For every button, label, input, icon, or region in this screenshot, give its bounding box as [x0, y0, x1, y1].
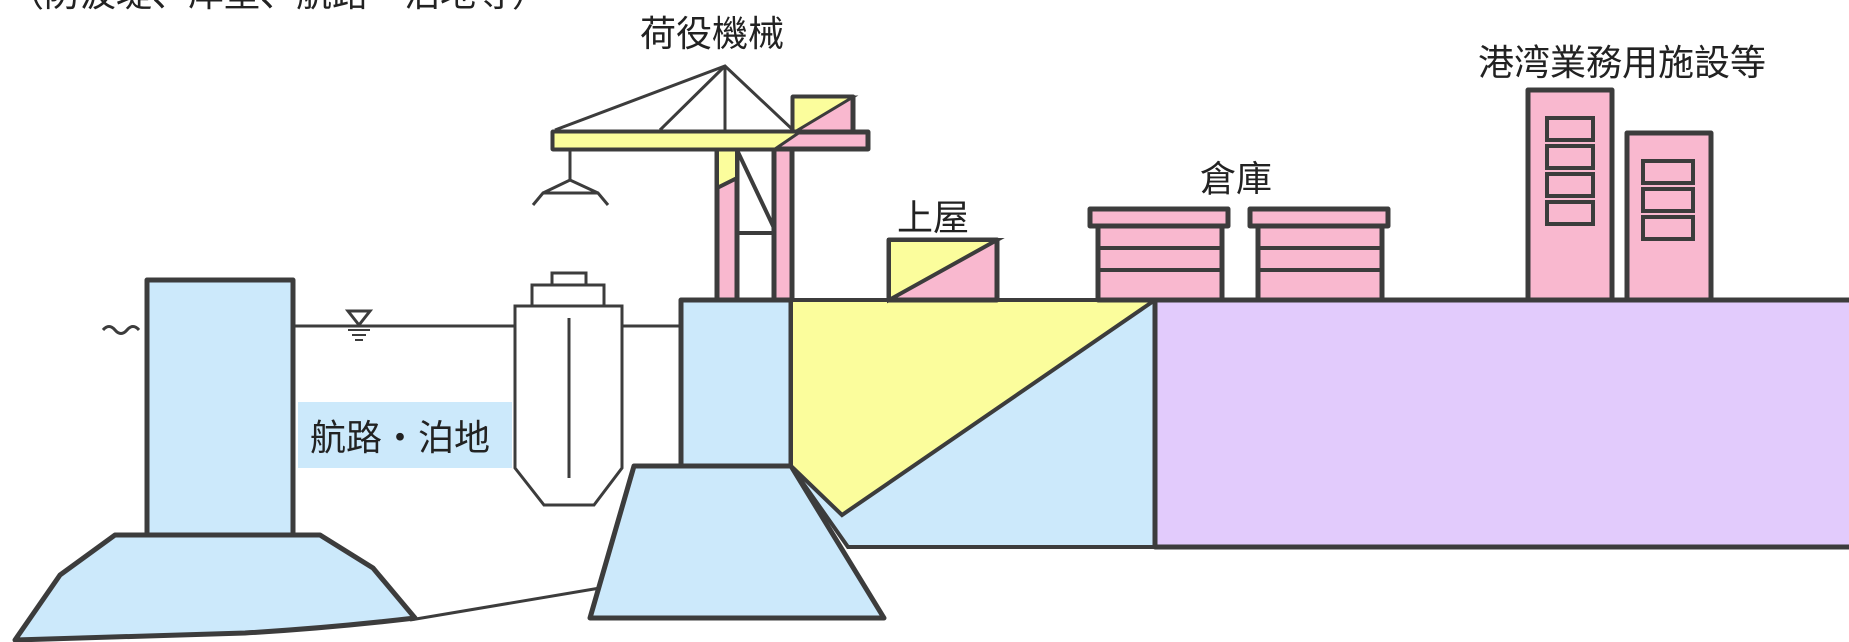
port-building-2	[1624, 130, 1714, 303]
channel-anchorage-label: 航路・泊地	[310, 418, 490, 459]
breakwater	[12, 277, 418, 642]
top-left-heading: （防波堤、岸壁、航路・泊地等）	[8, 0, 548, 15]
warehouse-1	[1087, 206, 1231, 303]
channel-anchorage-box	[298, 402, 512, 468]
transit-shed-label: 上屋	[897, 198, 969, 239]
quay-wall	[587, 297, 887, 621]
ship	[513, 271, 624, 507]
warehouse-label: 倉庫	[1200, 159, 1272, 200]
water-level-marker-icon	[344, 309, 374, 341]
land	[1152, 297, 1849, 550]
transit-shed	[886, 237, 1005, 304]
warehouse-2	[1247, 206, 1391, 303]
seabed-line	[409, 586, 601, 622]
port-building-1	[1525, 87, 1615, 303]
crane	[531, 64, 871, 303]
backfill	[789, 298, 1162, 549]
cargo-handling-label: 荷役機械	[640, 14, 784, 55]
wave-icon	[101, 325, 141, 335]
port-business-facilities-label: 港湾業務用施設等	[1478, 43, 1766, 84]
